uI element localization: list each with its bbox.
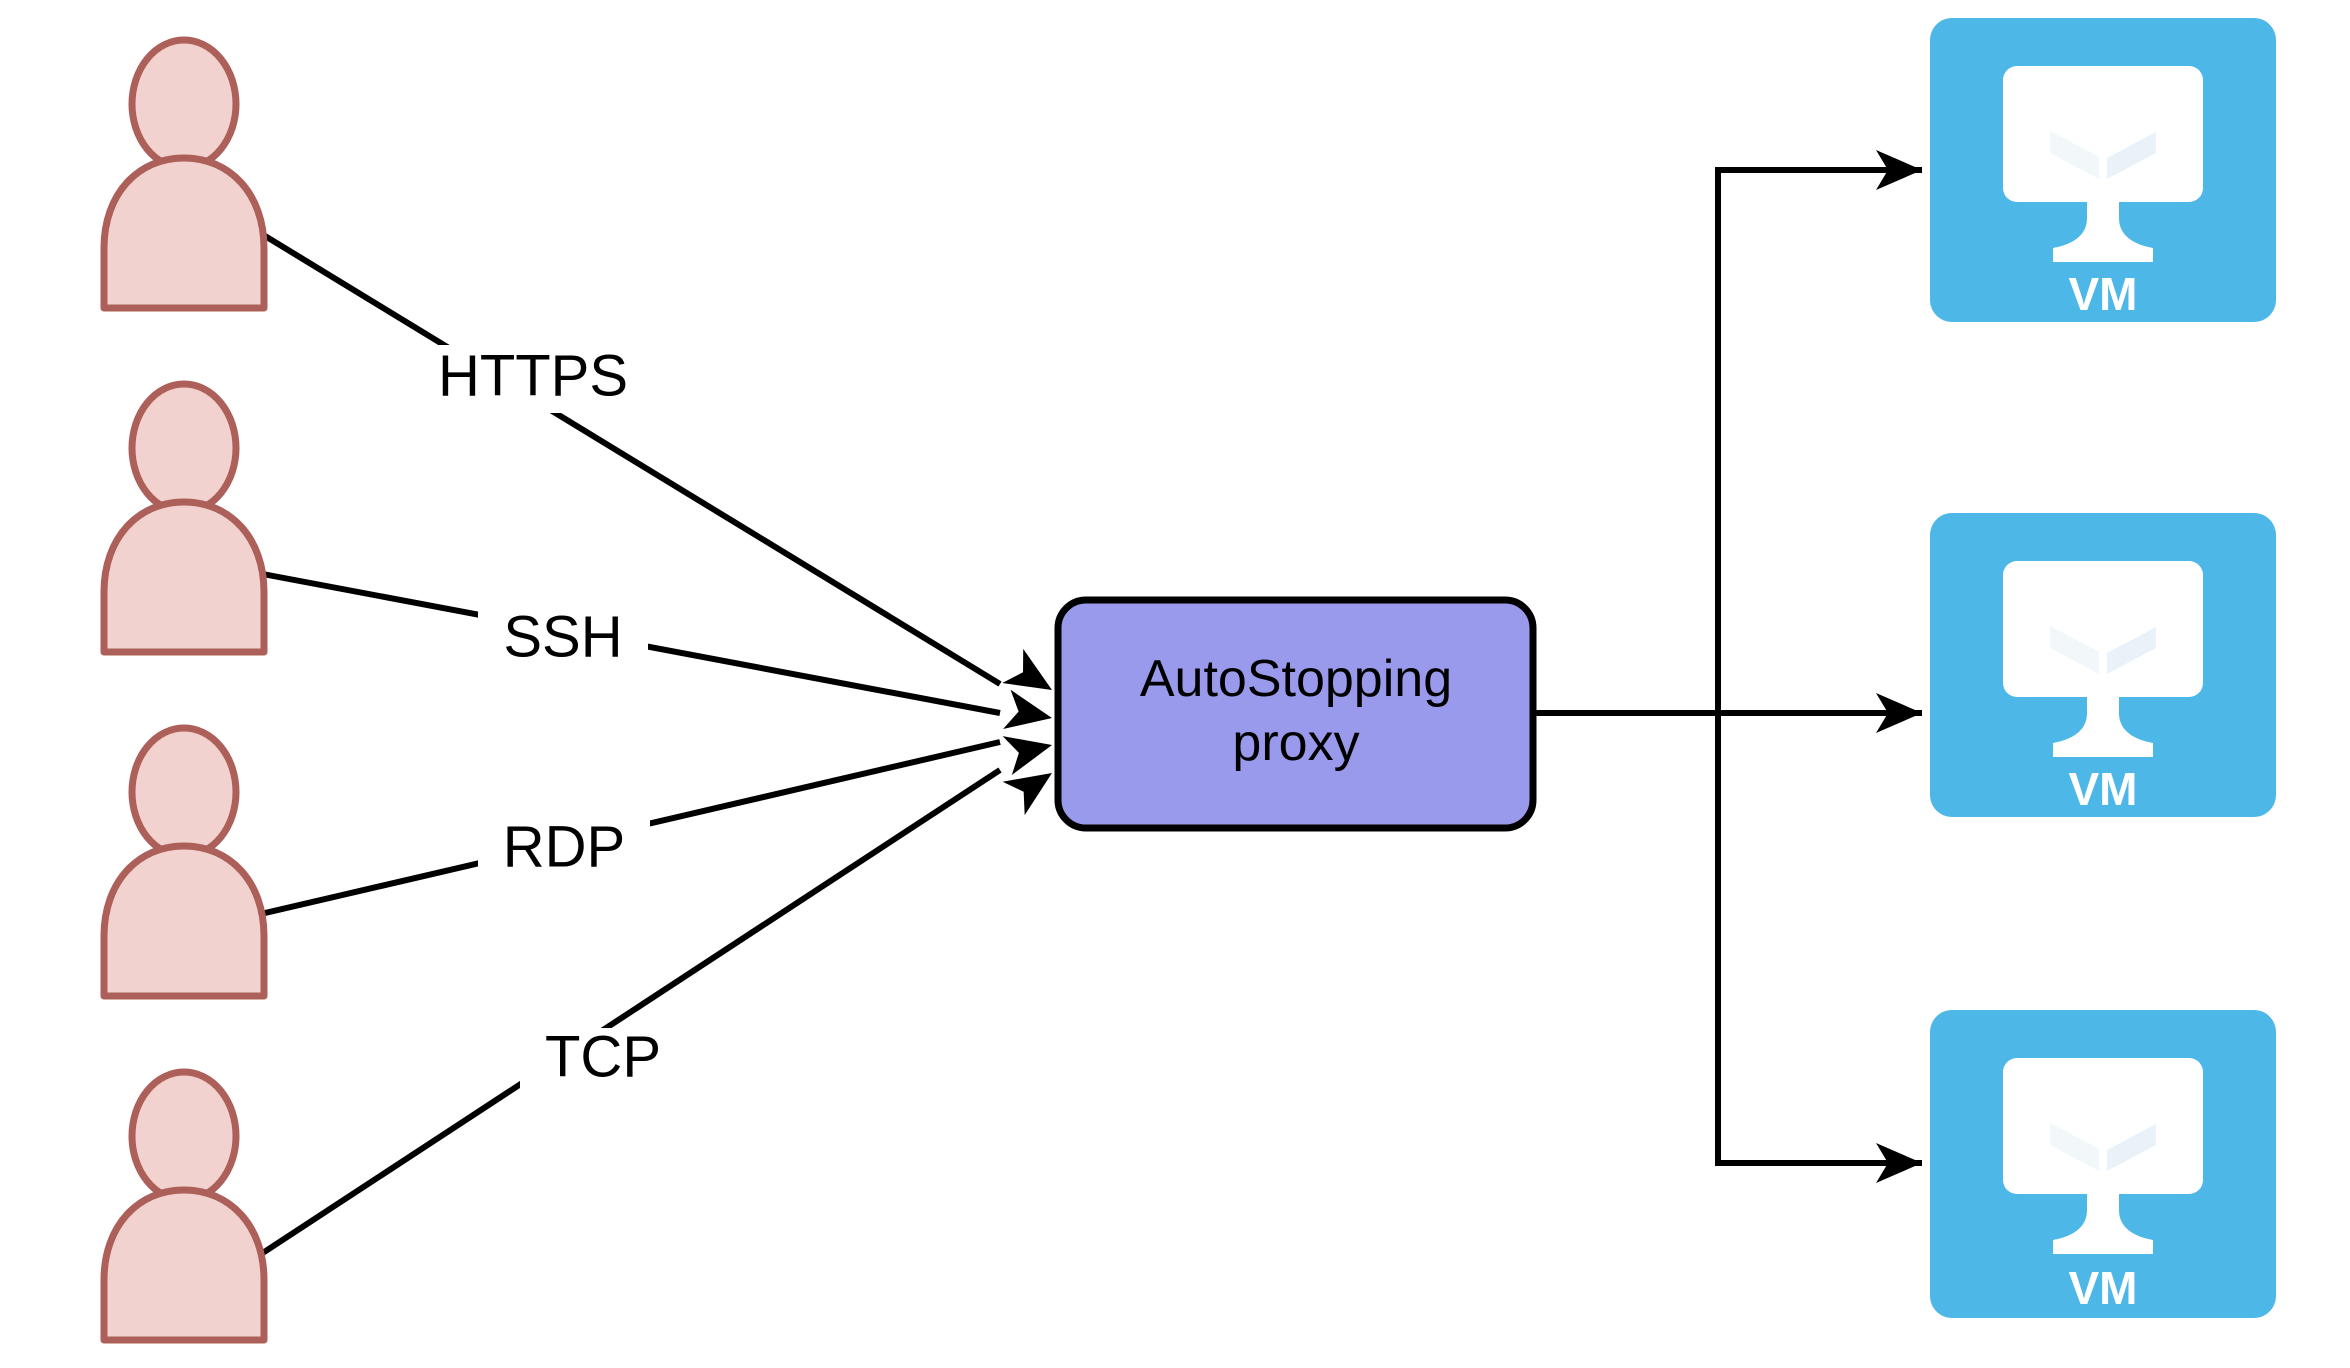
vm-label-3: VM [2069,1262,2138,1314]
edge-label-ssh: SSH [478,604,648,672]
vm-node-1[interactable]: VM [1930,18,2276,322]
user-actor-1[interactable] [104,40,264,308]
edge-tcp[interactable] [250,756,1064,1263]
edge-proxy-vm3[interactable] [1715,713,1922,1183]
proxy-label-line2: proxy [1232,714,1359,772]
edge-proxy-vm2[interactable] [1533,693,1922,733]
edge-ssh[interactable] [251,569,1056,738]
person-icon [104,728,264,996]
actors-group [104,40,264,1340]
backend-edges-group [1533,150,1922,1183]
person-icon [104,384,264,652]
proxy-box[interactable] [1054,596,1537,832]
edge-label-https-text: HTTPS [438,343,628,408]
autostopping-proxy-node[interactable]: AutoStopping proxy [1054,596,1537,832]
edge-label-rdp-text: RDP [503,814,625,879]
vm-nodes-group: VM VM VM [1930,18,2276,1318]
user-actor-3[interactable] [104,728,264,996]
edge-label-rdp: RDP [478,814,650,882]
protocol-edges-group [250,225,1064,1263]
edge-https[interactable] [250,225,1063,708]
edge-label-https: HTTPS [418,343,648,413]
vm-node-2[interactable]: VM [1930,513,2276,817]
edge-label-ssh-text: SSH [503,604,622,669]
person-icon [104,40,264,308]
user-actor-2[interactable] [104,384,264,652]
protocol-edge-labels: HTTPS SSH RDP TCP [418,343,686,1092]
edge-rdp[interactable] [251,725,1057,919]
edge-proxy-vm1[interactable] [1715,150,1922,713]
vm-label-1: VM [2069,268,2138,320]
user-actor-4[interactable] [104,1072,264,1340]
vm-node-3[interactable]: VM [1930,1010,2276,1318]
proxy-label-line1: AutoStopping [1140,650,1452,708]
edge-label-tcp-text: TCP [545,1024,661,1089]
person-icon [104,1072,264,1340]
vm-label-2: VM [2069,763,2138,815]
edge-label-tcp: TCP [520,1024,686,1092]
